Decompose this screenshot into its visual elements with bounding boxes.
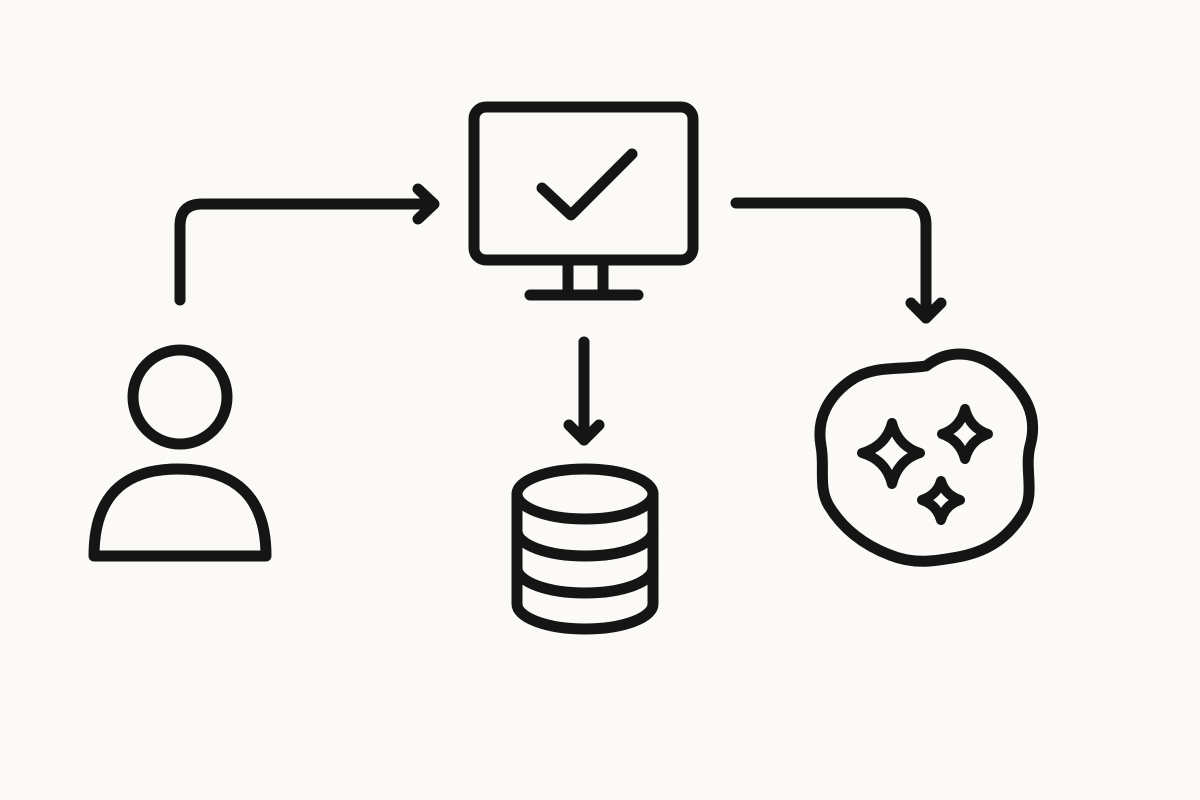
arrow-computer-to-database (563, 336, 605, 446)
person-icon (88, 344, 272, 562)
sparkle-badge-icon (814, 348, 1039, 567)
monitor-check-icon (468, 101, 699, 301)
arrow-user-to-computer (174, 183, 440, 306)
database-icon (511, 463, 659, 635)
arrow-computer-to-ai (730, 197, 947, 324)
